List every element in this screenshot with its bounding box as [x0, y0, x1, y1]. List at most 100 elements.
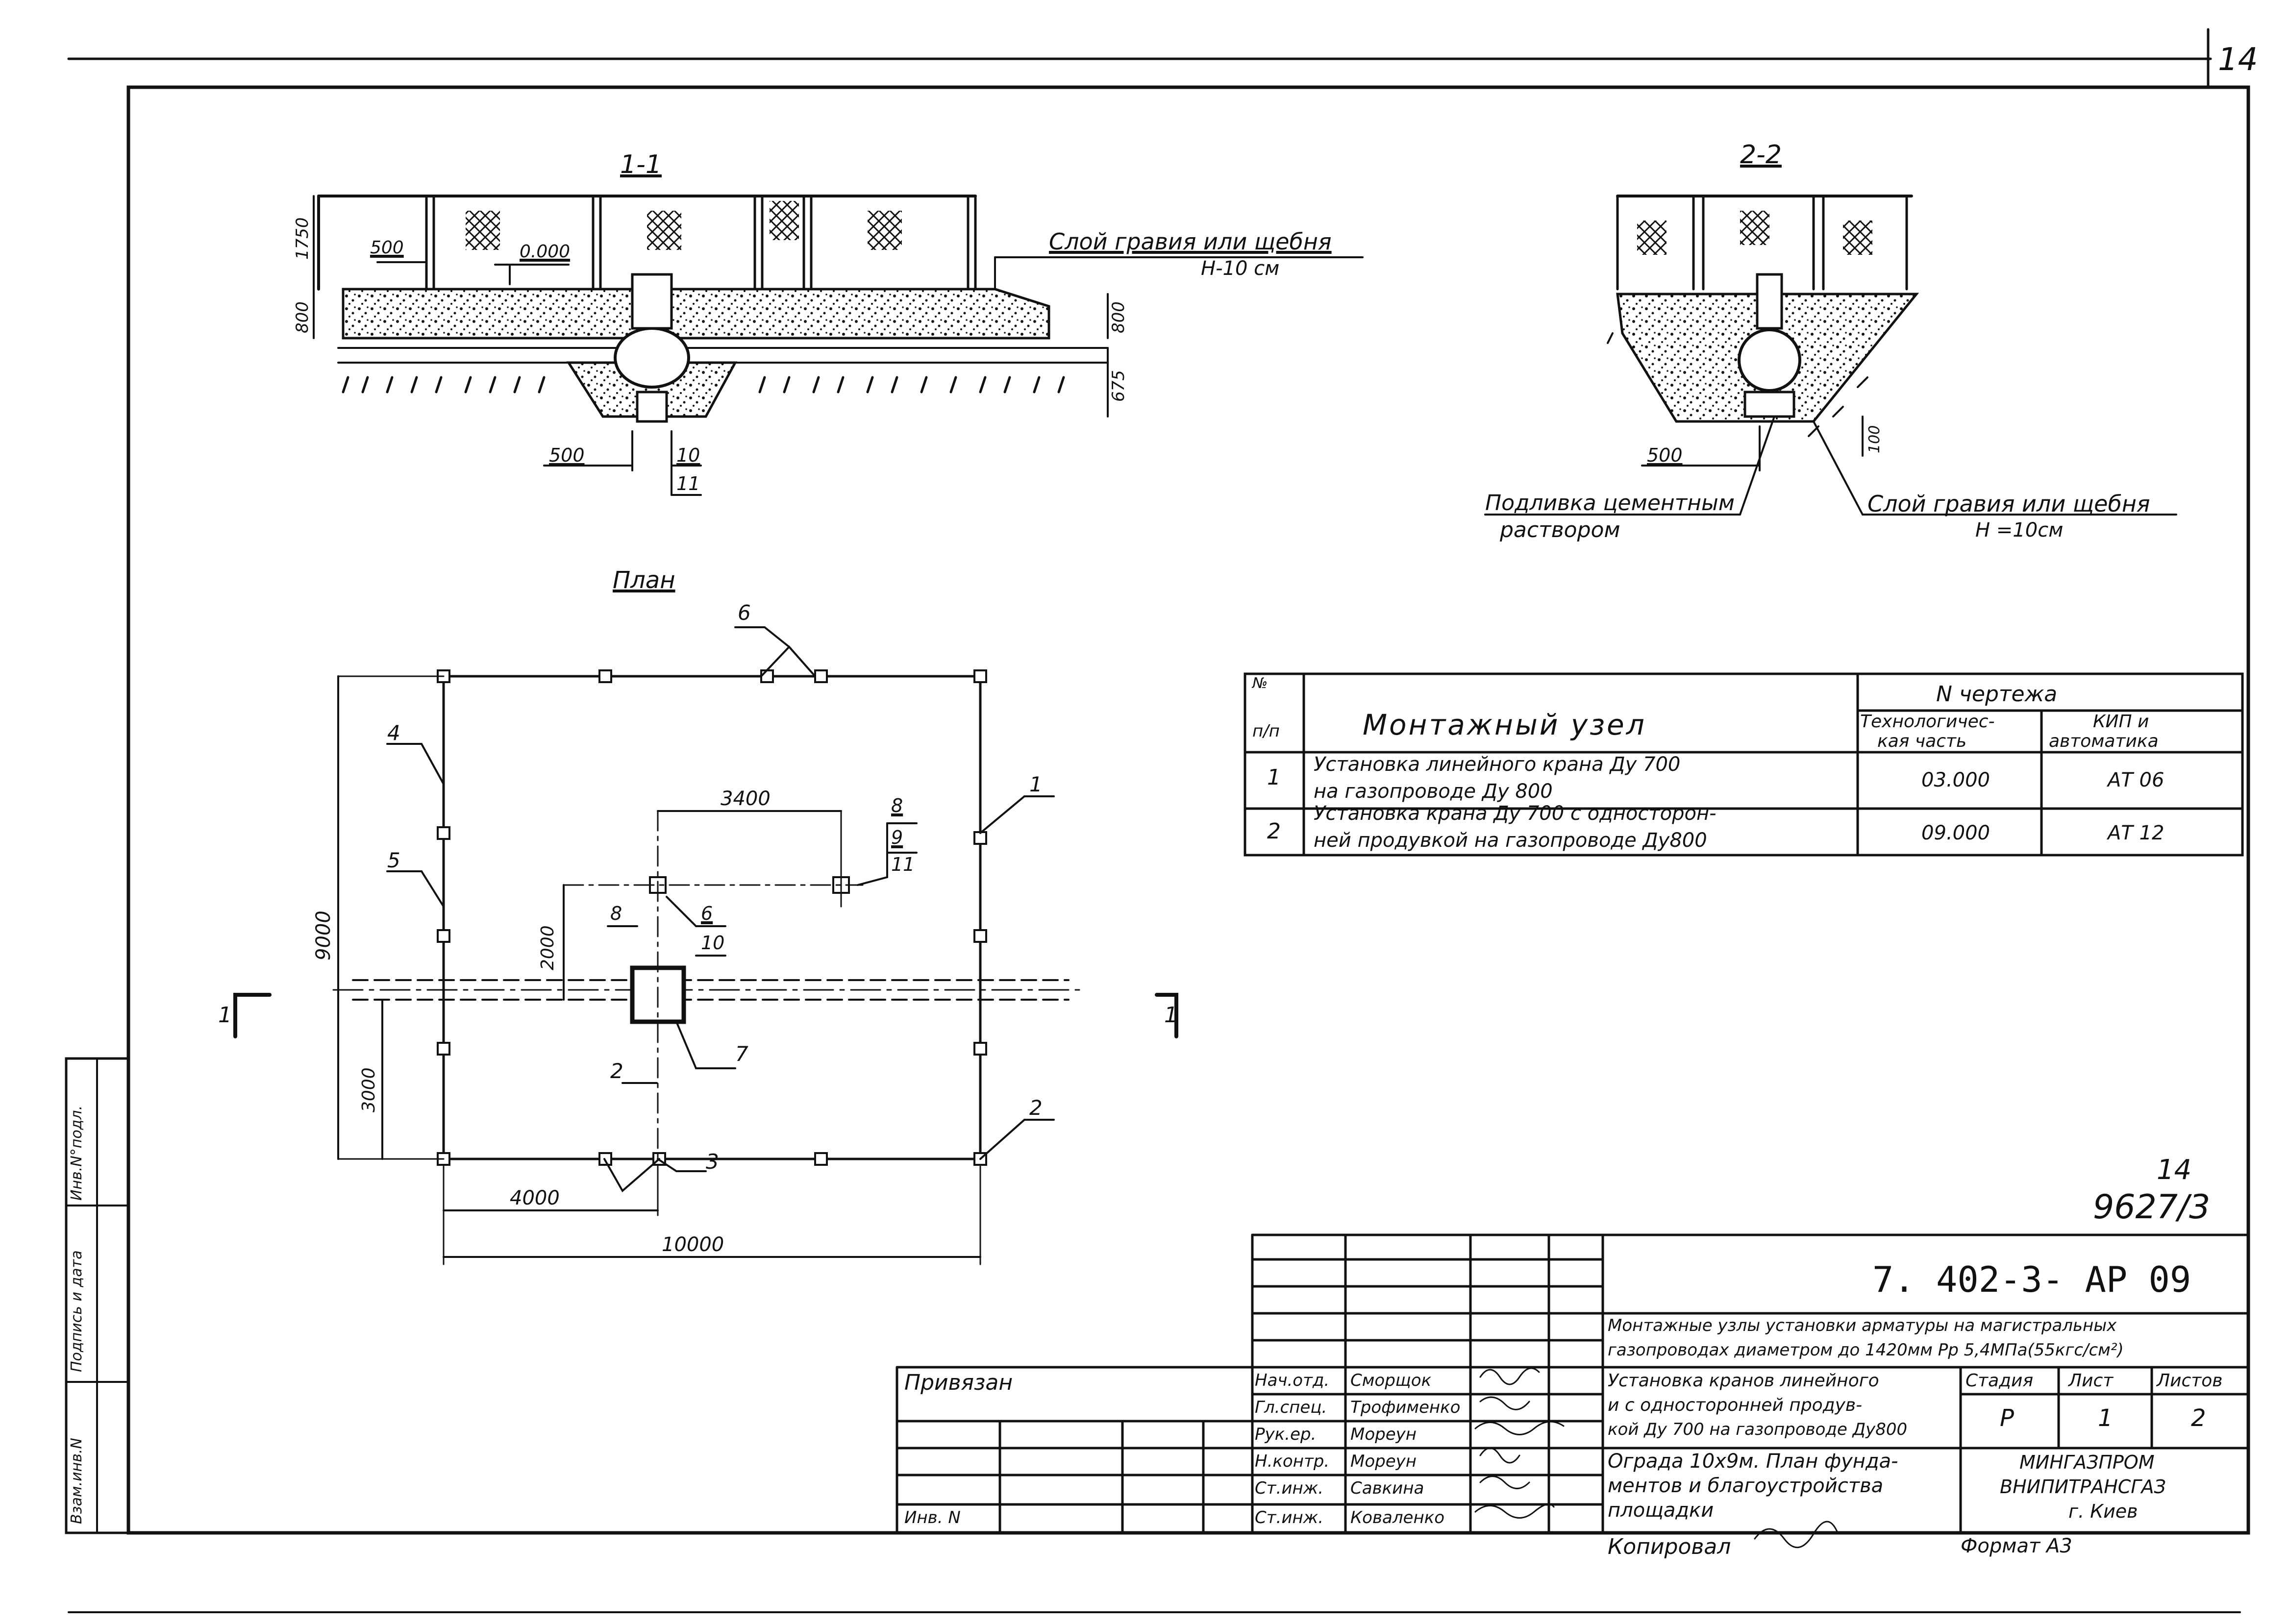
format-label: Формат А3	[1961, 1535, 2072, 1557]
dim-3400: 3400	[721, 787, 771, 810]
inv-no-label: Инв. N	[904, 1508, 961, 1527]
sheet-title-3: площадки	[1608, 1499, 1714, 1522]
section-1-1-title: 1-1	[620, 150, 662, 179]
callout-2: 2	[1029, 1096, 1043, 1120]
dim-10000: 10000	[662, 1233, 724, 1256]
callout-11: 11	[891, 854, 915, 875]
section-mark-right: 1	[1164, 1003, 1178, 1028]
dim-9000: 9000	[312, 910, 335, 960]
callout-6: 6	[738, 601, 751, 625]
marker-10: 10	[676, 444, 700, 466]
th-drawing-no: N чертежа	[1936, 682, 2058, 707]
sheet-value: 1	[2098, 1404, 2113, 1432]
dim-675: 675	[1109, 370, 1128, 402]
sheet-label: Лист	[2068, 1371, 2114, 1391]
staff-name-1: Сморщок	[1350, 1371, 1432, 1390]
th-kip-2: автоматика	[2049, 731, 2159, 751]
archive-page: 14	[2157, 1154, 2192, 1186]
section-2-2-title: 2-2	[1740, 140, 1782, 170]
sheets-label: Листов	[2157, 1371, 2223, 1391]
page-number: 14	[2218, 42, 2258, 78]
stage-label: Стадия	[1966, 1371, 2034, 1391]
section-1-1-graphic	[313, 195, 1364, 496]
th-tech-1: Технологичес-	[1860, 712, 1995, 732]
callout-9: 9	[891, 827, 903, 848]
staff-role-6: Ст.инж.	[1255, 1508, 1324, 1527]
staff-role-3: Рук.ер.	[1255, 1425, 1317, 1444]
callout-4: 4	[387, 721, 400, 745]
callout-7: 7	[735, 1042, 748, 1066]
plan-title: План	[613, 566, 675, 594]
gravel-thickness-2: H =10см	[1975, 519, 2064, 541]
row-1-no: 1	[1267, 765, 1281, 790]
marker-11: 11	[676, 473, 700, 494]
staff-role-1: Нач.отд.	[1255, 1371, 1330, 1390]
part-2: и с односторонней продув-	[1608, 1395, 1863, 1415]
dim-500-bottom: 500	[549, 444, 585, 466]
row-1-kip: АТ 06	[2108, 769, 2165, 791]
staff-role-5: Ст.инж.	[1255, 1478, 1324, 1498]
callout-6b: 6	[701, 903, 713, 924]
dim-800-left: 800	[293, 301, 312, 333]
sheets-value: 2	[2191, 1404, 2206, 1432]
org-1: МИНГАЗПРОМ	[2019, 1452, 2155, 1473]
staff-role-2: Гл.спец.	[1255, 1398, 1327, 1417]
doc-code: 7. 402-3- АР 09	[1872, 1259, 2191, 1300]
gravel-thickness-1: H-10 см	[1201, 257, 1280, 280]
org-2: ВНИПИТРАНСГАЗ	[2000, 1476, 2166, 1498]
callout-2b: 2	[610, 1059, 623, 1083]
plan-graphic	[233, 626, 1178, 1265]
th-no-top: №	[1252, 675, 1268, 692]
staff-name-3: Мореун	[1350, 1425, 1417, 1444]
dim-3000: 3000	[359, 1067, 379, 1112]
gravel-label-2: Слой гравия или щебня	[1867, 491, 2150, 517]
row-1-line1: Установка линейного крана Ду 700	[1314, 753, 1681, 776]
sheet-title-1: Ограда 10х9м. План фунда-	[1608, 1450, 1898, 1473]
copied-label: Копировал	[1608, 1534, 1731, 1559]
callout-1: 1	[1029, 772, 1043, 796]
callout-10: 10	[701, 932, 725, 954]
description-1: Монтажные узлы установки арматуры на маг…	[1608, 1316, 2117, 1335]
staff-name-4: Мореун	[1350, 1452, 1417, 1471]
repl-inv-label: Взам.инв.N	[68, 1438, 85, 1524]
section-2-2-graphic	[1484, 195, 2177, 516]
dim-2000: 2000	[538, 925, 558, 970]
staff-role-4: Н.контр.	[1255, 1452, 1330, 1471]
linked-label: Привязан	[904, 1370, 1013, 1395]
sheet-title-2: ментов и благоустройства	[1608, 1475, 1884, 1497]
row-1-line2: на газопроводе Ду 800	[1314, 780, 1553, 803]
th-no-bot: п/п	[1252, 721, 1280, 741]
part-3: кой Ду 700 на газопроводе Ду800	[1608, 1420, 1908, 1439]
row-2-line1: Установка крана Ду 700 с односторон-	[1314, 802, 1717, 825]
row-2-kip: АТ 12	[2108, 822, 2165, 844]
th-tech-2: кая часть	[1877, 731, 1967, 751]
staff-name-6: Коваленко	[1350, 1508, 1445, 1527]
sign-date-label: Подпись и дата	[68, 1250, 85, 1373]
row-2-tech: 09.000	[1921, 822, 1990, 844]
part-1: Установка кранов линейного	[1608, 1371, 1879, 1391]
elev-0000: 0.000	[520, 242, 571, 262]
dim-500-top: 500	[370, 238, 404, 258]
dim-4000: 4000	[510, 1187, 560, 1209]
staff-name-5: Савкина	[1350, 1478, 1424, 1498]
stage-value: Р	[2000, 1404, 2014, 1432]
grout-label-2: раствором	[1500, 517, 1620, 542]
dim-1750: 1750	[293, 217, 312, 260]
dim-100: 100	[1866, 425, 1883, 453]
callout-8b: 8	[610, 903, 622, 924]
org-3: г. Киев	[2068, 1501, 2138, 1522]
nodes-table-graphic	[1244, 672, 2244, 857]
row-2-line2: ней продувкой на газопроводе Ду800	[1314, 829, 1707, 852]
dim-500-2-2: 500	[1647, 444, 1683, 466]
callout-8: 8	[891, 795, 903, 816]
th-kip-1: КИП и	[2093, 712, 2149, 732]
inv-orig-label: Инв.N°подл.	[68, 1105, 85, 1201]
row-2-no: 2	[1267, 819, 1281, 844]
description-2: газопроводах диаметром до 1420мм Рр 5,4М…	[1608, 1340, 2124, 1360]
dim-800-right: 800	[1109, 301, 1128, 333]
callout-5: 5	[387, 848, 400, 872]
title-block-graphic	[896, 1233, 2250, 1549]
section-mark-left: 1	[218, 1003, 232, 1028]
